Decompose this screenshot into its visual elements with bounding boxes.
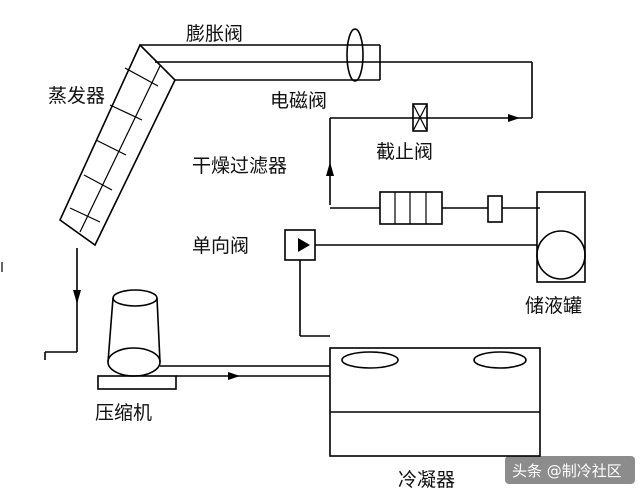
evaporator bbox=[58, 43, 176, 247]
suction-line bbox=[44, 248, 81, 360]
watermark-text: 头条 @制冷社区 bbox=[512, 462, 622, 480]
label-filter-drier: 干燥过滤器 bbox=[192, 155, 287, 177]
label-evaporator: 蒸发器 bbox=[48, 85, 105, 107]
stop-valve bbox=[412, 103, 428, 132]
liquid-line-top bbox=[329, 62, 533, 205]
label-compressor: 压缩机 bbox=[95, 402, 152, 424]
label-expansion-valve: 膨胀阀 bbox=[186, 23, 243, 45]
label-stop-valve: 截止阀 bbox=[376, 141, 433, 163]
check-valve bbox=[284, 229, 537, 336]
label-solenoid-valve: 电磁阀 bbox=[270, 90, 327, 112]
flow-arrow-up bbox=[326, 162, 334, 176]
filter-drier bbox=[330, 191, 540, 225]
label-receiver: 储液罐 bbox=[525, 295, 582, 317]
compressor bbox=[97, 289, 177, 390]
expansion-valve-body bbox=[346, 28, 364, 82]
condenser bbox=[329, 347, 541, 457]
discharge-line bbox=[160, 335, 330, 380]
top-pipes bbox=[140, 44, 532, 81]
watermark: 头条 @制冷社区 bbox=[505, 456, 635, 484]
label-check-valve: 单向阀 bbox=[192, 235, 249, 257]
label-condenser: 冷凝器 bbox=[398, 469, 455, 491]
receiver-tank bbox=[536, 191, 586, 283]
